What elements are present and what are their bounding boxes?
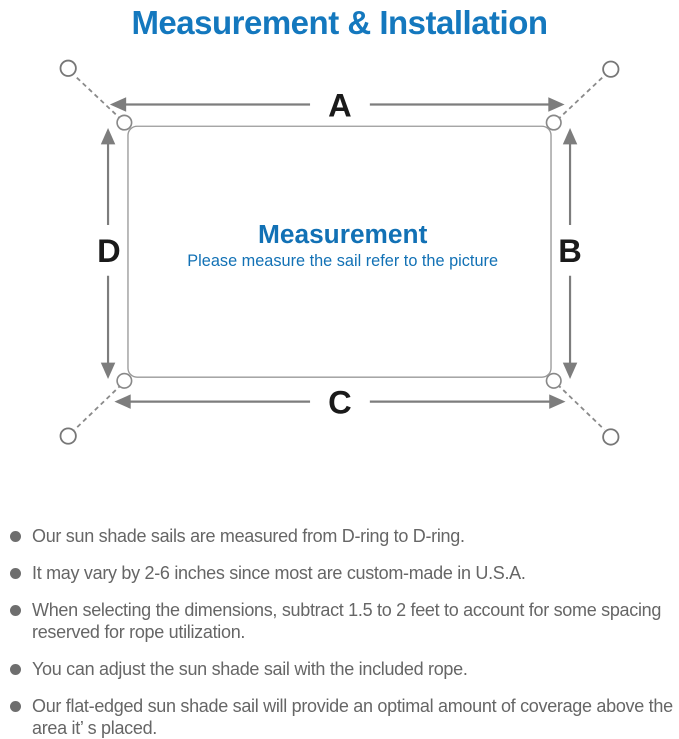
note-text: When selecting the dimensions, subtract … bbox=[32, 599, 662, 642]
arrowhead-left-icon bbox=[114, 394, 131, 409]
arrowhead-left-icon bbox=[109, 97, 127, 112]
anchor-rings bbox=[59, 59, 620, 446]
dimension-label-a: A bbox=[328, 86, 352, 123]
anchor-ring-bottom-left-icon bbox=[59, 427, 77, 445]
anchor-ring-bottom-right-icon bbox=[602, 428, 620, 446]
arrowhead-down-icon bbox=[100, 362, 116, 379]
page-title: Measurement & Installation bbox=[131, 4, 548, 41]
d-ring-bottom-left-icon bbox=[116, 372, 133, 389]
dimension-label-b: B bbox=[558, 232, 582, 269]
sail-rectangle bbox=[127, 125, 552, 378]
d-ring-top-left-icon bbox=[116, 114, 133, 131]
dimension-c: C bbox=[114, 383, 566, 420]
d-ring-bottom-right-icon bbox=[545, 372, 562, 389]
note-text: Our sun shade sails are measured from D-… bbox=[32, 526, 465, 546]
diagram-caption: Measurement Please measure the sail refe… bbox=[187, 219, 498, 270]
dimension-d: D bbox=[97, 128, 121, 379]
list-item: When selecting the dimensions, subtract … bbox=[10, 600, 673, 644]
arrowhead-right-icon bbox=[549, 394, 566, 409]
arrowhead-right-icon bbox=[548, 97, 565, 112]
bullet-dot-icon bbox=[10, 531, 21, 542]
dimension-a: A bbox=[109, 86, 565, 123]
diagram-caption-title: Measurement bbox=[258, 219, 428, 249]
rope-line-top-right bbox=[556, 74, 606, 121]
list-item: You can adjust the sun shade sail with t… bbox=[10, 659, 673, 681]
note-text: Our flat-edged sun shade sail will provi… bbox=[32, 695, 673, 738]
rope-dashed-lines bbox=[73, 74, 606, 431]
measurement-notes-list: Our sun shade sails are measured from D-… bbox=[0, 526, 679, 739]
sail-measurement-diagram: A C D bbox=[0, 42, 679, 504]
d-ring-top-right-icon bbox=[545, 114, 562, 131]
rope-line-bottom-left bbox=[73, 383, 123, 431]
corner-d-rings bbox=[116, 114, 562, 389]
dimension-b: B bbox=[558, 128, 582, 379]
note-text: You can adjust the sun shade sail with t… bbox=[32, 658, 468, 679]
arrowhead-up-icon bbox=[562, 128, 578, 145]
note-text: It may vary by 2-6 inches since most are… bbox=[32, 562, 526, 583]
anchor-ring-top-left-icon bbox=[59, 59, 77, 77]
bullet-dot-icon bbox=[10, 700, 21, 712]
anchor-ring-top-right-icon bbox=[602, 60, 620, 78]
dimension-label-c: C bbox=[328, 383, 352, 420]
bullet-dot-icon bbox=[10, 663, 21, 675]
arrowhead-down-icon bbox=[562, 362, 578, 379]
sail-diagram-svg: A C D bbox=[59, 59, 620, 446]
list-item: Our sun shade sails are measured from D-… bbox=[10, 526, 673, 548]
rope-line-bottom-right bbox=[556, 383, 606, 431]
list-item: It may vary by 2-6 inches since most are… bbox=[10, 563, 673, 585]
arrowhead-up-icon bbox=[100, 128, 116, 145]
list-item: Our flat-edged sun shade sail will provi… bbox=[10, 696, 673, 739]
bullet-dot-icon bbox=[10, 604, 21, 616]
rope-line-top-left bbox=[73, 74, 123, 121]
dimension-label-d: D bbox=[97, 232, 121, 269]
diagram-caption-subtitle: Please measure the sail refer to the pic… bbox=[187, 252, 498, 270]
bullet-dot-icon bbox=[10, 567, 21, 579]
